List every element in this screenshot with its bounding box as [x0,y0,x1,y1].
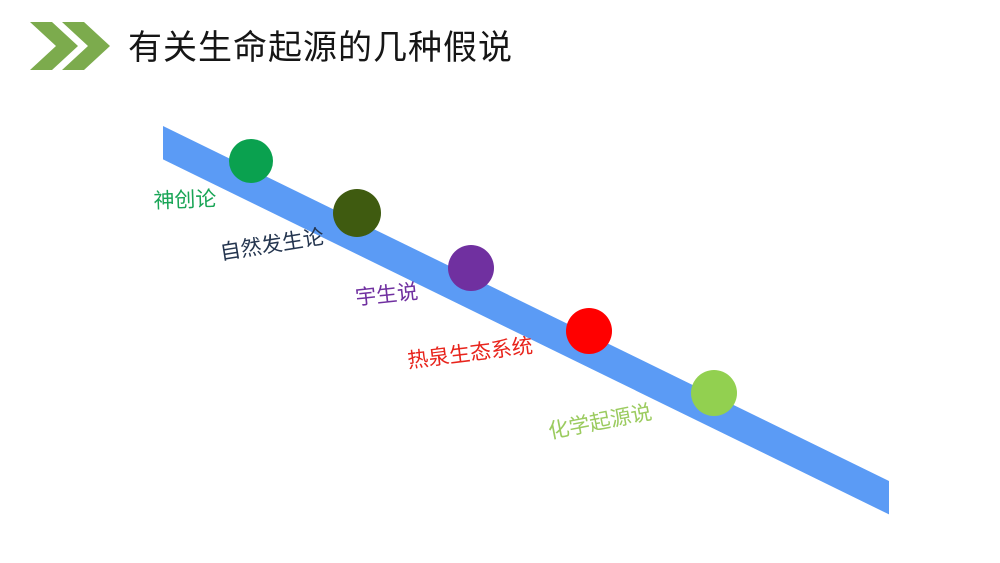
double-chevron-right-icon [28,20,110,72]
timeline-node-label: 神创论 [153,186,217,213]
timeline-band-shape [163,126,889,515]
timeline-node-dot[interactable] [691,370,737,416]
timeline-node-dot[interactable] [333,189,381,237]
timeline-node-dot[interactable] [566,308,612,354]
page-title: 有关生命起源的几种假说 [128,28,513,68]
timeline-node-dot[interactable] [448,245,494,291]
slide-header: 有关生命起源的几种假说 [0,0,1000,100]
timeline-node-dot[interactable] [229,139,273,183]
